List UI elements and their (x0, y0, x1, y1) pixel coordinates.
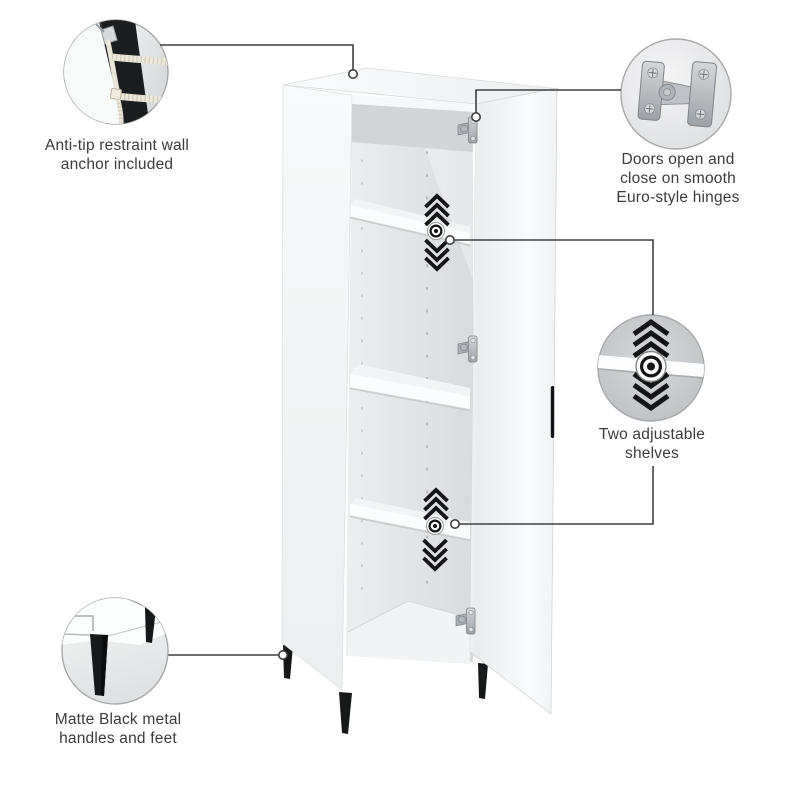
cabinet-interior (346, 95, 473, 664)
callout-marker-top (347, 69, 358, 80)
metal-leg-icon (62, 598, 168, 696)
up-arrows-icon (632, 318, 670, 359)
callout-text-line: Matte Black metal (54, 711, 182, 728)
adjustable-shelf-icon (598, 318, 704, 412)
hinge-icon-middle (457, 335, 478, 363)
cabinet (281, 67, 560, 734)
cabinet-leg-front-right (478, 663, 488, 699)
callout-text-line: handles and feet (59, 730, 177, 747)
down-arrows-icon (632, 371, 670, 412)
callout-label-hinges: Doors open and close on smooth Euro-styl… (578, 150, 778, 207)
door-handle (550, 386, 555, 438)
callout-text-line: anchor included (60, 156, 174, 173)
shelf-middle (349, 364, 471, 412)
callout-line-anti-tip (160, 44, 354, 70)
callout-line-shelf-lower (459, 466, 654, 525)
anti-tip-strap-icon (64, 20, 168, 124)
cabinet-left-panel (281, 84, 353, 691)
callout-marker-foot (277, 649, 288, 660)
callout-lines (160, 44, 654, 656)
callout-label-shelves: Two adjustable shelves (552, 425, 752, 463)
interior-top-shadow (352, 104, 473, 152)
shelf-adjust-arrows-lower (422, 487, 449, 572)
bullseye-icon (635, 350, 667, 383)
cabinet-leg-front-left (339, 692, 352, 734)
callout-line-hinges (475, 89, 621, 113)
down-arrows-icon (422, 538, 448, 572)
callout-circle-feet (61, 597, 169, 705)
cabinet-door (469, 87, 558, 715)
shelf-adjust-arrows-upper (424, 193, 450, 272)
up-arrows-icon (423, 487, 449, 521)
up-arrows-icon (424, 193, 450, 227)
down-arrows-icon (424, 238, 450, 272)
callout-circle-anti-tip (63, 19, 169, 125)
hinge-icon-bottom (455, 607, 476, 635)
callout-circle-hinges (620, 38, 732, 150)
callout-line-shelf-upper (454, 239, 654, 315)
callout-text-line: Two adjustable (598, 426, 706, 443)
door-hinges (455, 116, 478, 635)
hinge-icon-top (457, 116, 478, 144)
callout-marker-hinge (470, 112, 481, 123)
callout-marker-shelf-upper (444, 235, 455, 246)
callout-label-anti-tip: Anti-tip restraint wall anchor included (17, 136, 217, 174)
callout-text-line: Euro-style hinges (616, 189, 740, 206)
cabinet-legs (283, 645, 488, 734)
interior-top-rail (352, 95, 473, 112)
euro-hinge-icon (637, 60, 717, 128)
bullseye-icon (427, 222, 445, 240)
callout-circle-shelves (597, 314, 705, 422)
callout-markers (277, 69, 481, 660)
bullseye-icon (426, 517, 444, 535)
shelf-pin-lower (426, 517, 444, 535)
callout-text-line: Anti-tip restraint wall (44, 137, 190, 154)
callout-marker-shelf-lower (449, 518, 460, 529)
callout-text-line: shelves (625, 445, 679, 462)
callout-label-feet: Matte Black metal handles and feet (18, 710, 218, 748)
callout-text-line: close on smooth (620, 170, 736, 187)
shelf-pin-upper (427, 222, 445, 240)
callout-text-line: Doors open and (621, 151, 735, 168)
